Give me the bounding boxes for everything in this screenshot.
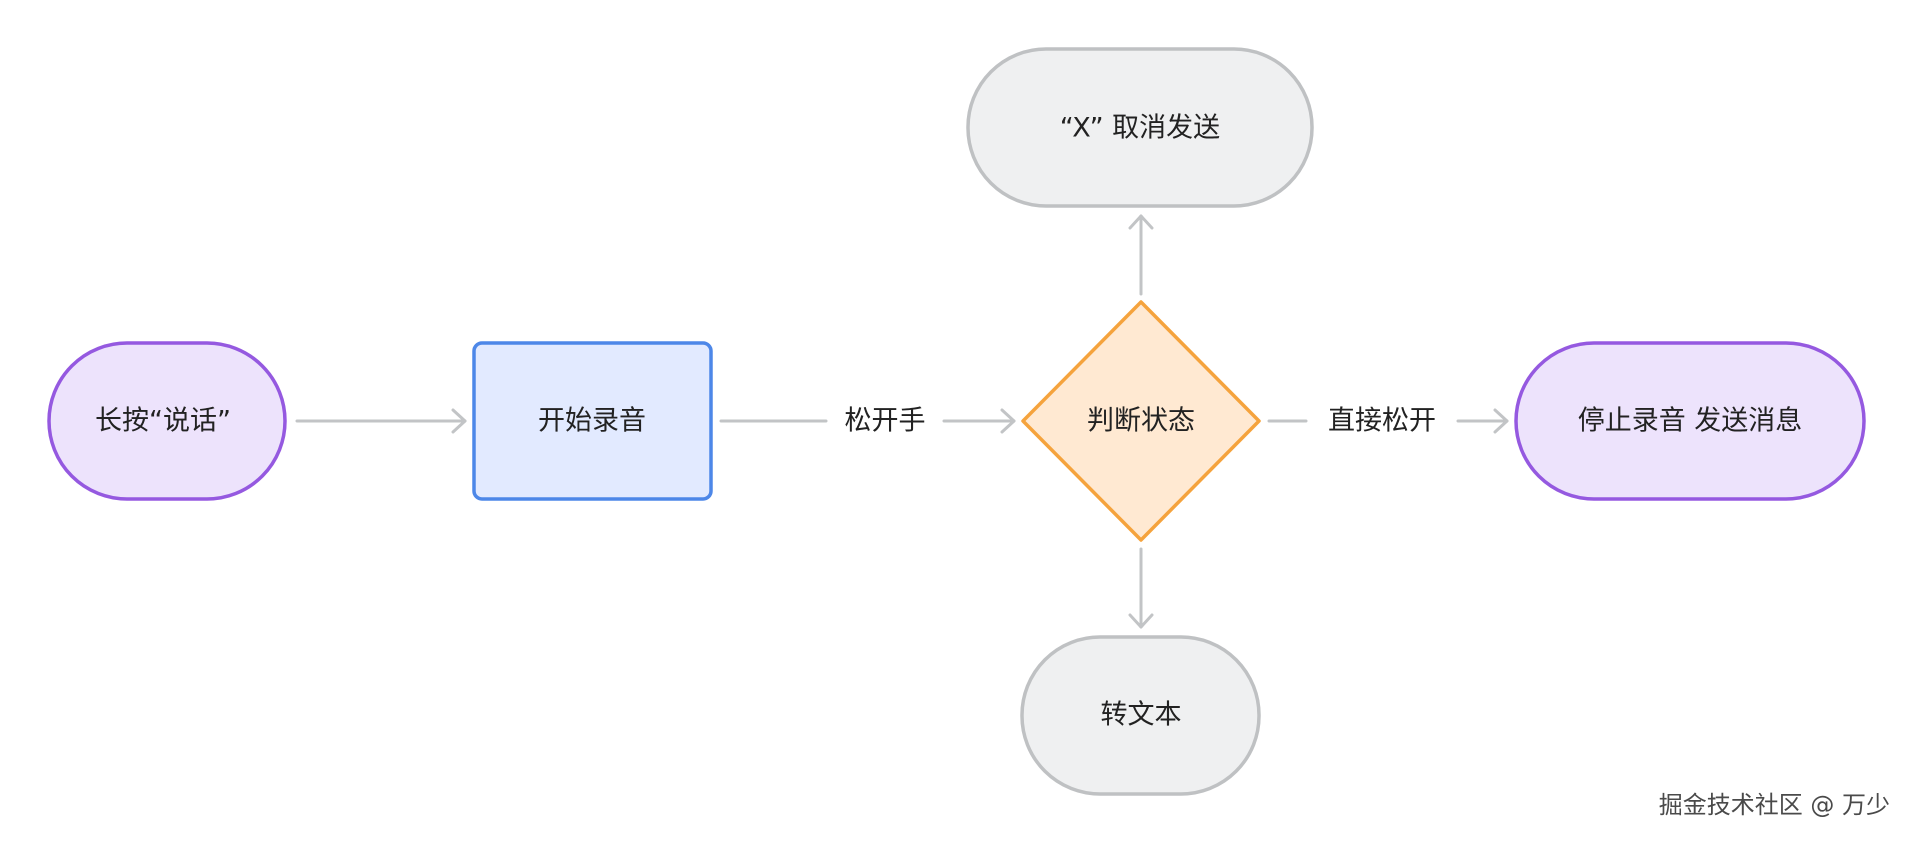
node-start-record-label: 开始录音 <box>538 406 646 437</box>
node-long-press: 长按“说话” <box>47 341 287 501</box>
edge-label-release-hand: 松开手 <box>845 406 926 437</box>
node-cancel-send-label: “X” 取消发送 <box>1060 113 1220 144</box>
watermark-text: 掘金技术社区 @ 万少 <box>1659 791 1890 819</box>
node-long-press-shape <box>47 341 287 501</box>
edge-label-direct-release: 直接松开 <box>1328 406 1436 437</box>
node-to-text-shape <box>1020 635 1261 796</box>
node-start-record-shape <box>472 341 713 501</box>
node-judge-state: 判断状态 <box>1021 300 1261 542</box>
edge-judge-to-cancel <box>1128 214 1154 296</box>
node-stop-send-label: 停止录音 发送消息 <box>1578 406 1803 437</box>
edge-judge-to-text <box>1128 547 1154 629</box>
node-cancel-send: “X” 取消发送 <box>966 47 1314 208</box>
edge-judge-to-stop-send <box>1267 408 1509 434</box>
node-to-text-label: 转文本 <box>1101 700 1182 731</box>
node-to-text: 转文本 <box>1020 635 1261 796</box>
node-long-press-label: 长按“说话” <box>95 406 231 437</box>
node-cancel-send-shape <box>966 47 1314 208</box>
node-judge-state-shape <box>1021 300 1261 542</box>
node-judge-state-label: 判断状态 <box>1087 406 1195 437</box>
node-start-record: 开始录音 <box>472 341 713 501</box>
node-stop-send: 停止录音 发送消息 <box>1514 341 1866 501</box>
edge-start-record-to-judge <box>719 408 1016 434</box>
node-stop-send-shape <box>1514 341 1866 501</box>
edge-long-press-to-start-record <box>295 408 467 434</box>
